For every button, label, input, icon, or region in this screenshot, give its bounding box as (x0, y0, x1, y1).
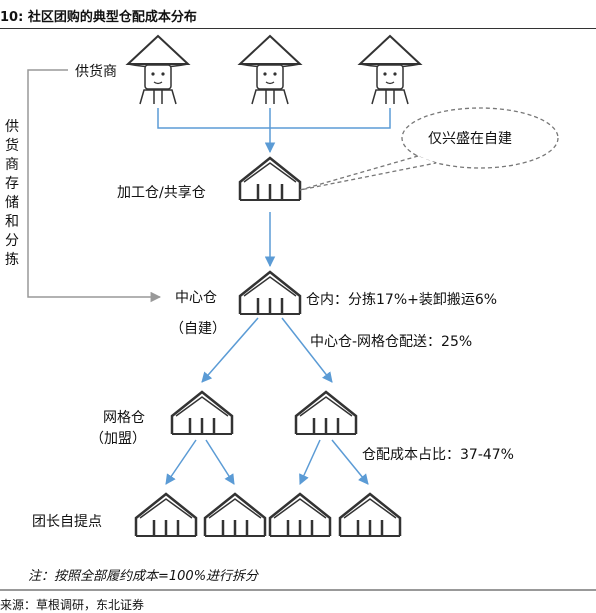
grid-warehouse-label: 网格仓 (103, 410, 145, 426)
callout-tail (299, 155, 437, 191)
footnote: 注：按照全部履约成本=100%进行拆分 (28, 569, 259, 584)
bubble-label: 仅兴盛在自建 (428, 131, 512, 147)
arrow-to-grid-1 (201, 317, 259, 383)
in-warehouse-cost-label: 仓内：分拣17%+装卸搬运6% (306, 292, 498, 308)
grid-warehouse-icon-2 (294, 390, 358, 436)
pickup-point-label: 团长自提点 (32, 514, 102, 530)
supplier-person-icon-2 (239, 35, 301, 105)
arrow-to-pickup-2 (205, 439, 235, 485)
pickup-point-icon-4 (338, 492, 402, 538)
arrow-to-pickup-1 (165, 439, 197, 485)
supplier-label: 供货商 (75, 64, 117, 80)
processing-warehouse-icon (238, 156, 302, 202)
arrow-to-pickup-3 (299, 439, 321, 485)
title-divider (0, 28, 596, 29)
grid-warehouse-icon-1 (170, 390, 234, 436)
central-warehouse-label: 中心仓 (175, 290, 217, 306)
callout-bubble (401, 107, 559, 169)
supplier-side-label: 供货商存储和分拣 (5, 119, 19, 268)
source-text: 来源：草根调研，东北证券 (0, 598, 145, 612)
supplier-connector (157, 108, 391, 129)
cost-share-label: 仓配成本占比：37-47% (362, 447, 514, 463)
supplier-direct-arrow (27, 69, 162, 303)
figure-title: 10: 社区团购的典型仓配成本分布 (0, 10, 197, 25)
central-warehouse-icon (238, 270, 302, 316)
supplier-person-icon-1 (127, 35, 189, 105)
grid-warehouse-sublabel: （加盟） (90, 431, 146, 447)
central-to-grid-cost-label: 中心仓-网格仓配送：25% (310, 334, 473, 350)
central-warehouse-sublabel: （自建） (170, 321, 226, 337)
supplier-person-icon-3 (359, 35, 421, 105)
processing-warehouse-label: 加工仓/共享仓 (117, 185, 206, 201)
pickup-point-icon-1 (134, 492, 198, 538)
arrow-to-grid-2 (281, 317, 333, 383)
pickup-point-icon-3 (268, 492, 332, 538)
pickup-point-icon-2 (203, 492, 267, 538)
arrow-to-pickup-4 (331, 439, 369, 485)
